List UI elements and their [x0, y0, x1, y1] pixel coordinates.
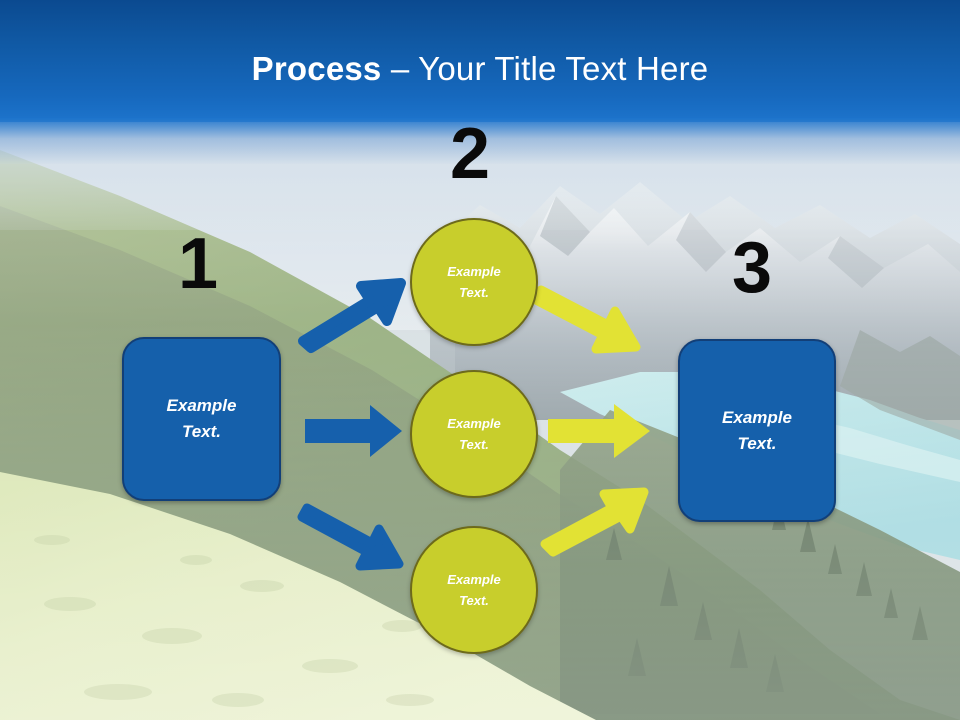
process-start-box-line2: Text.: [181, 422, 222, 441]
process-node-top-line2: Text.: [459, 285, 489, 300]
page-title-rest: – Your Title Text Here: [381, 50, 709, 87]
process-end-box-line2: Text.: [737, 433, 777, 453]
process-node-bottom-line2: Text.: [459, 593, 489, 608]
process-node-middle-line1: Example: [447, 416, 501, 431]
step-number-3: 3: [731, 228, 773, 308]
process-end-box-line1: Example: [722, 407, 792, 427]
page-title: Process – Your Title Text Here: [0, 50, 960, 88]
step-number-2: 2: [449, 114, 491, 194]
process-node-middle[interactable]: Example Text.: [410, 370, 538, 498]
title-banner: [0, 0, 960, 122]
process-start-box[interactable]: Example Text.: [122, 337, 281, 501]
process-node-top[interactable]: Example Text.: [410, 218, 538, 346]
process-node-bottom-line1: Example: [447, 572, 501, 587]
process-end-box[interactable]: Example Text.: [678, 339, 836, 522]
process-node-top-line1: Example: [447, 264, 501, 279]
process-node-bottom[interactable]: Example Text.: [410, 526, 538, 654]
process-node-middle-line2: Text.: [459, 437, 489, 452]
step-number-1: 1: [177, 224, 219, 304]
process-start-box-line1: Example: [166, 396, 237, 415]
page-title-strong: Process: [251, 50, 382, 87]
